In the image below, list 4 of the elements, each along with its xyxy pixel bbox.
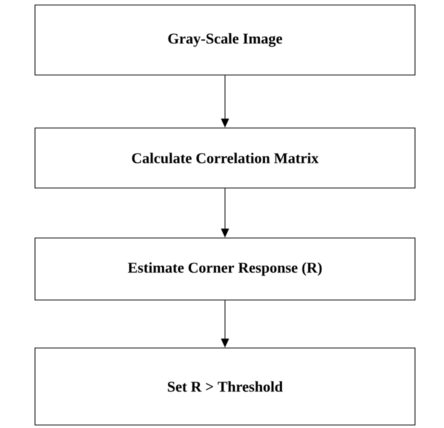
- process-box: Calculate Correlation Matrix: [34, 128, 416, 188]
- process-box: Set R > Threshold: [34, 348, 416, 426]
- process-box: Gray-Scale Image: [34, 4, 416, 76]
- process-box: Estimate Corner Response (R): [34, 238, 416, 300]
